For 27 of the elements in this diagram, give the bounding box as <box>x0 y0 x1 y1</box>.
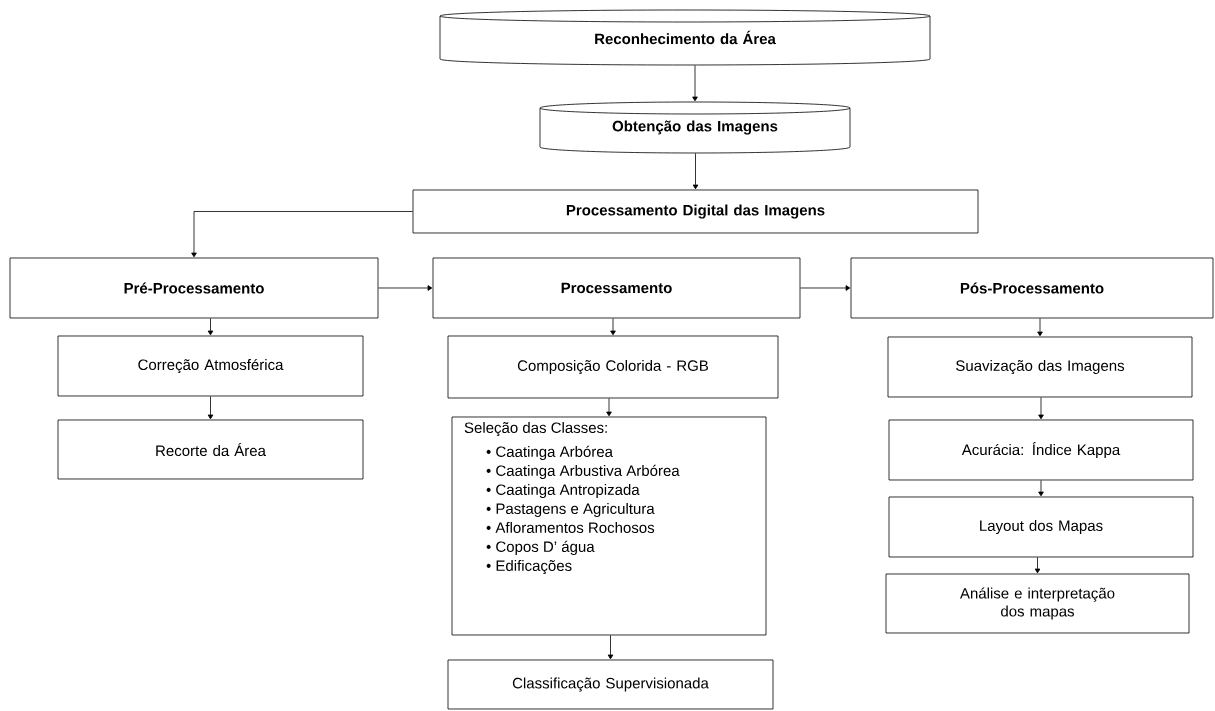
process-box: Layout dos Mapas <box>888 496 1194 558</box>
process-box: Correção Atmosférica <box>57 335 364 397</box>
arrow <box>207 396 214 420</box>
list-box: Seleção das Classes: • Caatinga Arbórea • Caatinga Arbustiva Arbórea • Caatinga Antropizada • Pastagens e Agricultura • Afloramentos Rochosos • Copos D’ água • Edificações <box>451 416 767 636</box>
arrow <box>610 318 616 336</box>
arrow <box>692 153 699 190</box>
process-box: Processamento <box>432 257 801 319</box>
process-box: Pós-Processamento <box>850 257 1214 319</box>
arrow <box>692 65 698 102</box>
arrow <box>1034 557 1041 574</box>
arrow <box>1037 318 1043 337</box>
arrow <box>800 285 851 291</box>
arrow <box>207 318 214 336</box>
process-box: Processamento Digital das Imagens <box>412 189 979 234</box>
arrow <box>1038 397 1044 420</box>
process-box: Análise e interpretação dos mapas <box>885 573 1190 634</box>
process-box: Classificação Supervisionada <box>447 659 774 710</box>
process-box: Pré-Processamento <box>9 257 379 319</box>
process-box: Suavização das Imagens <box>887 336 1193 398</box>
process-box: Acurácia: Índice Kappa <box>888 419 1194 481</box>
arrow <box>191 211 413 258</box>
process-box: Composição Colorida - RGB <box>447 335 779 399</box>
arrow <box>607 635 614 660</box>
arrow <box>1038 480 1044 497</box>
arrow <box>378 285 433 291</box>
process-box: Recorte da Área <box>57 419 364 480</box>
arrow <box>606 398 612 417</box>
